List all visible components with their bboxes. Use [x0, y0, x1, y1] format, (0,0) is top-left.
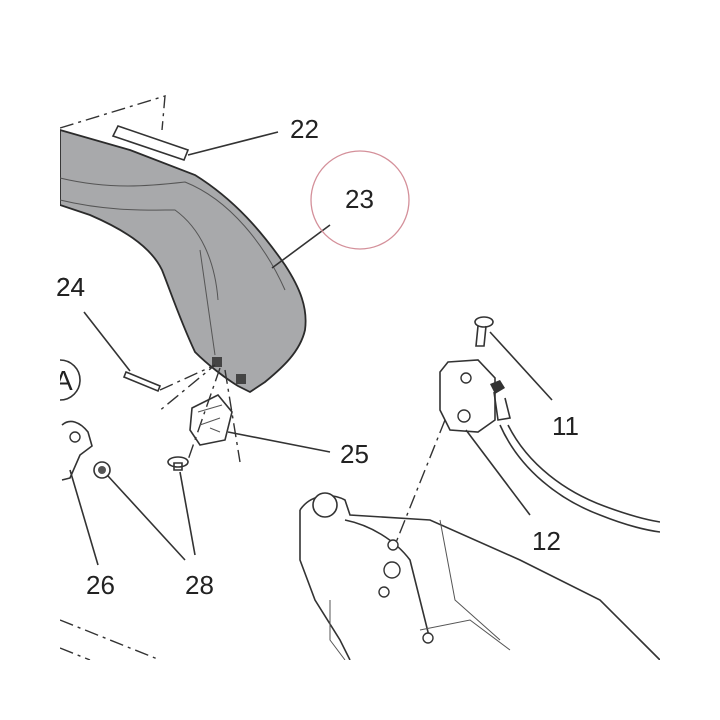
label-25: 25	[340, 439, 369, 469]
part-12-bracket[interactable]	[439, 359, 661, 533]
assembly-line-bottom-b	[59, 647, 91, 661]
assembly-line-24	[157, 364, 216, 413]
right-margin	[660, 0, 720, 720]
assembly-line-25a	[224, 369, 241, 463]
leader-26	[69, 469, 99, 566]
label-22: 22	[290, 114, 319, 144]
cover-clip-right	[236, 374, 246, 384]
frame-structure	[299, 492, 661, 661]
label-26: 26	[86, 570, 115, 600]
bottom-margin	[0, 660, 720, 720]
cover-body[interactable]	[59, 128, 307, 394]
leader-24	[83, 311, 131, 372]
part-22-strip[interactable]	[111, 125, 190, 162]
leader-28b	[107, 475, 186, 561]
part-24-pin[interactable]	[122, 370, 162, 393]
part-26-plate[interactable]	[61, 420, 93, 481]
assembly-line-bottom-a	[59, 619, 161, 661]
part-25-bracket[interactable]	[189, 393, 233, 446]
part-11-screw[interactable]	[474, 316, 494, 347]
left-margin	[0, 0, 60, 720]
assembly-line-top	[59, 95, 166, 131]
leader-25	[227, 431, 331, 453]
label-24: 24	[56, 272, 85, 302]
label-23: 23	[345, 184, 374, 214]
part-28-washer[interactable]	[93, 461, 111, 479]
assembly-line-25b	[187, 367, 221, 461]
leader-12	[465, 429, 531, 516]
part-23-cover[interactable]	[59, 128, 307, 394]
cover-clip-left	[212, 357, 222, 367]
part-28-screw[interactable]	[167, 456, 189, 471]
label-11: 11	[552, 411, 579, 441]
assembly-line-12	[394, 419, 446, 546]
leader-23	[271, 224, 331, 269]
leader-28a	[179, 471, 196, 556]
label-12: 12	[532, 526, 561, 556]
leader-22	[187, 131, 279, 156]
highlight-circle-23	[310, 150, 410, 250]
label-24-front: 24	[56, 272, 85, 302]
leader-11	[489, 331, 553, 401]
label-28: 28	[185, 570, 214, 600]
